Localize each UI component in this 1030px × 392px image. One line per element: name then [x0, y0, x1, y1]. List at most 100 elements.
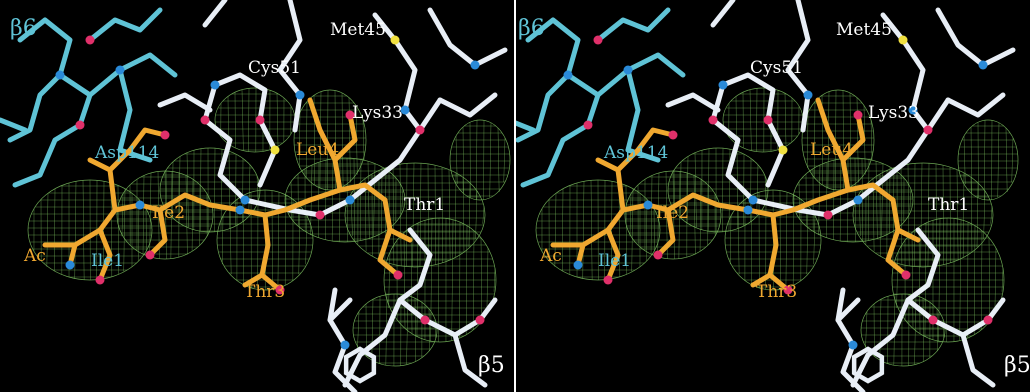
- atom-oxygen: [393, 270, 403, 280]
- density-mesh-line: [228, 151, 231, 229]
- density-mesh-line: [936, 308, 938, 352]
- bond-stick: [437, 92, 498, 118]
- density-mesh-line: [476, 120, 478, 200]
- bond-stick: [372, 12, 423, 133]
- density-mesh-line: [922, 298, 925, 362]
- density-mesh-line: [657, 172, 660, 258]
- bond-stick: [259, 212, 283, 293]
- bond-stick: [332, 112, 358, 163]
- density-mesh-line: [1011, 137, 1014, 183]
- label-ile2: Ile2: [152, 203, 186, 223]
- label-ile1: Ile1: [598, 251, 632, 271]
- atom-nitrogen: [55, 70, 65, 80]
- density-mesh-line: [497, 127, 500, 193]
- density-mesh-line: [360, 159, 362, 241]
- atom-nitrogen: [295, 90, 305, 100]
- phenyl-ring: [343, 346, 377, 384]
- atom-nitrogen: [563, 70, 573, 80]
- density-mesh-line: [414, 298, 417, 362]
- density-mesh-line: [318, 162, 320, 238]
- density-mesh-line: [707, 148, 710, 232]
- density-mesh-line: [362, 120, 365, 160]
- stereo-panel-left: β6 Met45 Cys51 Lys33 Asp114 Leu4 Ile2 Th…: [0, 0, 514, 392]
- density-mesh-line: [963, 135, 966, 185]
- density-mesh-outline: [957, 119, 1019, 201]
- density-mesh-line: [412, 163, 415, 267]
- bond-stick: [212, 72, 278, 188]
- density-mesh-outline: [449, 119, 511, 201]
- atom-nitrogen: [748, 195, 758, 205]
- bond-stick: [520, 17, 601, 188]
- atom-oxygen: [583, 120, 593, 130]
- density-mesh-outline: [293, 89, 367, 191]
- atom-oxygen: [593, 35, 603, 45]
- density-mesh-line: [881, 163, 884, 237]
- atom-oxygen: [668, 130, 678, 140]
- bond-stick: [605, 227, 621, 283]
- molecular-structure-left: [0, 0, 511, 392]
- density-mesh-line: [248, 164, 251, 216]
- density-mesh-line: [962, 172, 965, 258]
- density-mesh-outline: [344, 162, 486, 268]
- density-mesh-line: [984, 120, 986, 200]
- density-mesh-line: [298, 205, 301, 275]
- density-mesh-line: [305, 101, 308, 179]
- atom-nitrogen: [643, 200, 653, 210]
- density-mesh-line: [503, 137, 506, 183]
- density-mesh-line: [178, 156, 181, 224]
- atom-nitrogen: [65, 260, 75, 270]
- label-cys51: Cys51: [248, 58, 301, 78]
- density-mesh-line: [401, 189, 404, 211]
- density-mesh-line: [756, 164, 759, 216]
- bond-stick: [595, 52, 686, 98]
- density-mesh-line: [149, 172, 152, 258]
- density-mesh-line: [448, 169, 451, 261]
- label-lys33: Lys33: [868, 103, 919, 123]
- bond-stick: [516, 72, 571, 143]
- density-mesh-line: [214, 148, 216, 232]
- atom-nitrogen: [978, 60, 988, 70]
- density-mesh-line: [935, 163, 937, 267]
- bond-stick: [720, 72, 786, 188]
- density-mesh-line: [121, 193, 124, 237]
- density-mesh-line: [849, 92, 852, 188]
- phenyl-ring: [851, 346, 885, 384]
- bond-stick: [87, 7, 163, 43]
- density-mesh-line: [455, 135, 458, 185]
- bond-stick: [7, 72, 63, 143]
- bond-stick: [835, 317, 866, 392]
- density-mesh-line: [909, 189, 912, 211]
- density-mesh-line: [879, 299, 882, 361]
- atom-nitrogen: [848, 340, 858, 350]
- density-mesh-line: [653, 208, 655, 252]
- atom-oxygen: [653, 250, 663, 260]
- label-beta6: β6: [10, 16, 37, 41]
- bond-stick: [427, 7, 508, 68]
- atom-nitrogen: [115, 65, 125, 75]
- atom-oxygen: [85, 35, 95, 45]
- density-mesh-line: [990, 206, 993, 224]
- density-mesh-line: [736, 151, 739, 229]
- density-mesh-line: [454, 172, 457, 258]
- density-mesh-line: [164, 170, 167, 260]
- density-mesh-line: [170, 171, 173, 259]
- bond-stick: [452, 332, 488, 388]
- density-mesh-line: [53, 188, 56, 272]
- label-thr3: Thr3: [244, 282, 286, 302]
- atom-nitrogen: [803, 90, 813, 100]
- bond-stick: [377, 197, 401, 278]
- density-mesh-line: [927, 163, 930, 267]
- bond-stick: [42, 182, 388, 248]
- atom-oxygen: [95, 275, 105, 285]
- atom-nitrogen: [135, 200, 145, 210]
- atom-sulfur: [270, 145, 280, 155]
- bond-stick: [710, 0, 736, 28]
- label-lys33: Lys33: [352, 103, 403, 123]
- bond-stick: [945, 92, 1006, 118]
- bond-stick: [595, 7, 671, 43]
- density-mesh-outline: [860, 293, 946, 367]
- atom-oxygen: [200, 115, 210, 125]
- density-mesh-line: [371, 299, 374, 361]
- bond-stick: [307, 97, 343, 193]
- density-mesh-line: [46, 193, 49, 267]
